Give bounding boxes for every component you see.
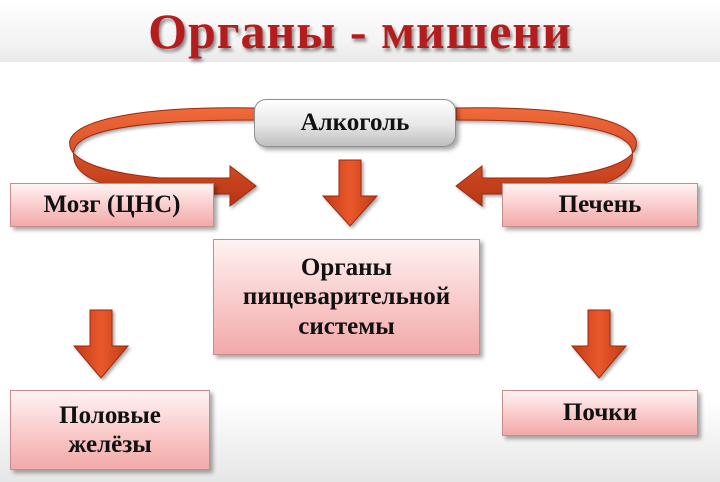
node-sexual-line-1: Половые — [59, 401, 161, 429]
down-arrow-left — [72, 309, 130, 379]
node-digestive-line-1: Органы — [300, 253, 393, 281]
node-sexual-glands: Половые желёзы — [10, 390, 210, 470]
node-digestive-line-3: системы — [298, 312, 395, 340]
node-alcohol-label: Алкоголь — [300, 109, 410, 137]
down-arrow-right — [570, 309, 628, 379]
node-alcohol: Алкоголь — [254, 99, 456, 147]
node-liver-label: Печень — [558, 191, 642, 219]
node-digestive-system: Органы пищеварительной системы — [213, 239, 480, 355]
title-band — [0, 0, 720, 62]
curved-arrow-right — [455, 107, 637, 208]
node-kidneys-label: Почки — [562, 399, 638, 427]
node-brain: Мозг (ЦНС) — [10, 183, 214, 227]
node-digestive-line-2: пищеварительной — [242, 283, 451, 311]
node-liver: Печень — [502, 183, 698, 227]
down-arrow-center — [321, 159, 379, 227]
node-kidneys: Почки — [502, 390, 698, 436]
node-sexual-line-2: желёзы — [68, 431, 152, 458]
curved-arrow-left — [69, 107, 257, 208]
page-title: Органы - мишени — [148, 3, 572, 59]
node-brain-label: Мозг (ЦНС) — [43, 191, 181, 219]
